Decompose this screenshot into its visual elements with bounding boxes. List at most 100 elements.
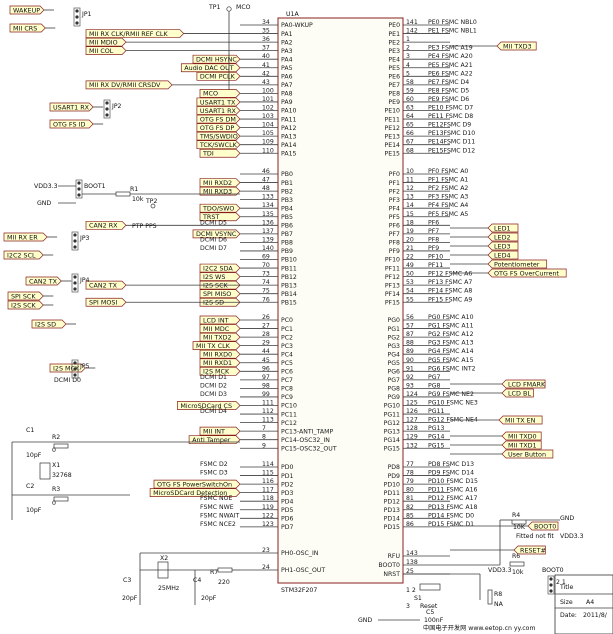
net-label: PG2 FSMC A12	[428, 331, 474, 338]
jumper-jp2: JP2	[103, 99, 122, 119]
net-label: PE12FSMC D9	[428, 122, 471, 129]
flag-text: MII INT	[203, 427, 225, 435]
net-label: PG5 FSMC A15	[428, 357, 474, 364]
pin-name: PC0	[281, 317, 293, 324]
net-flag: MII RX ER	[3, 232, 48, 242]
net-label: PD8 FSMC D13	[428, 461, 474, 468]
switch-pin3: 3	[406, 603, 410, 610]
pin-number: 89	[406, 348, 414, 355]
net-flag: OTG FS ID	[49, 119, 94, 129]
pin-name: PG9	[388, 394, 401, 401]
jumper-pin	[73, 233, 77, 237]
testpoint-tp1	[226, 6, 232, 12]
pin-name: PA0-WKUP	[281, 22, 313, 29]
net-flag: LED4	[487, 250, 519, 260]
gnd-label-r4: GND	[560, 515, 574, 522]
pin-name: PA13	[281, 133, 297, 140]
jumper-pin	[73, 361, 77, 365]
x1-label: X1	[52, 462, 60, 469]
pin-number: 92	[406, 374, 414, 381]
pin-name: PG2	[388, 334, 401, 341]
pin-number: 140	[262, 245, 274, 252]
pin-number: 46	[262, 168, 270, 175]
chip-part: STM32F207	[281, 587, 317, 594]
pin-number: 35	[262, 28, 270, 35]
pin-name: PD15	[384, 524, 400, 531]
jumper-body	[75, 179, 83, 199]
flag-text: USART1 RX	[53, 103, 90, 111]
pin-number: 36	[262, 36, 270, 43]
pin-number: 88	[406, 340, 414, 347]
jumper-pin	[73, 281, 77, 285]
pin-number: 42	[262, 70, 270, 77]
flag-shape	[501, 440, 542, 450]
flag-text: MII RX DV/RMII CRSDV	[89, 81, 161, 89]
net-flag: TMS/SWDIO	[196, 131, 241, 141]
pin-name: PG10	[384, 403, 400, 410]
pin-name: PB5	[281, 214, 293, 221]
flag-shape	[85, 297, 127, 307]
flag-shape	[196, 106, 241, 115]
flag-text: SPI MOSI	[89, 299, 117, 307]
pin-name: PA12	[281, 125, 297, 132]
net-flag: MII RXD1	[199, 358, 241, 368]
tp2-label: TP2	[145, 198, 158, 205]
flag-text: I2S MCK	[203, 368, 230, 376]
pin-name: PD12	[384, 498, 400, 505]
testpoint-tp2	[150, 203, 156, 209]
net-label: DCMI D6	[200, 236, 227, 243]
net-label: PF13 FSMC A7	[428, 279, 472, 286]
chip-ref: U1A	[286, 11, 299, 18]
pin-number: 133	[262, 194, 274, 201]
net-label: PF6	[428, 219, 439, 226]
pin-name: PD13	[384, 507, 400, 514]
net-flag: DCMI HSYNC	[192, 54, 241, 64]
flag-shape	[199, 366, 241, 376]
net-flag: OTG FS OverCurrent	[487, 268, 567, 278]
net-flag: MII TX EN	[498, 415, 543, 425]
flag-text: LED1	[494, 224, 511, 232]
pin-name: PA8	[281, 91, 293, 98]
flag-text: LED2	[494, 233, 511, 241]
pin-name: PC5	[281, 360, 293, 367]
crystal-x1	[39, 462, 51, 480]
pin-number: 77	[406, 461, 414, 468]
net-label: DCMI D4	[200, 408, 227, 415]
pin-name: PE5	[388, 65, 400, 72]
jumper-pin	[73, 367, 77, 371]
pin-name: PF7	[389, 231, 400, 238]
flag-shape	[153, 479, 241, 489]
net-label: PE13FSMC D10	[428, 130, 475, 137]
net-flag: MII RX CLK/RMII REF CLK	[85, 29, 185, 38]
net-flag: MII MDC	[199, 324, 241, 333]
net-label: DCMI D1	[200, 374, 227, 381]
pin-name: PF0	[389, 171, 400, 178]
net-flag: DCMI PCLK	[196, 71, 241, 81]
r1-label: R1	[130, 186, 138, 193]
flag-text: MII COL	[89, 47, 114, 55]
pin-number: 143	[406, 550, 418, 557]
net-label: DCMI D3	[200, 391, 227, 398]
pin-number: 138	[406, 559, 418, 566]
pin-number: 114	[262, 461, 274, 468]
pin-number: 85	[406, 512, 414, 519]
pin-number: 4	[406, 62, 410, 69]
pin-number: 109	[262, 139, 274, 146]
pin-number: 41	[262, 62, 270, 69]
pin-name: PA14	[281, 142, 297, 149]
pin-number: 132	[406, 442, 418, 449]
pin-name: PA4	[281, 56, 293, 63]
net-label: PF3 FSMC A3	[428, 194, 468, 201]
pin-name: PA11	[281, 116, 297, 123]
mcu-symbol: U1A STM32F207	[277, 11, 404, 594]
date-value: 2011/8/	[583, 612, 608, 619]
pin-name: PD14	[384, 516, 400, 523]
net-flag: BOOT0	[527, 521, 559, 531]
pin-name: PH1-OSC_OUT	[281, 567, 325, 574]
flag-shape	[7, 291, 44, 301]
flag-shape	[199, 272, 241, 281]
pin-number: 96	[262, 365, 270, 372]
flag-shape	[487, 241, 519, 251]
net-flag: MicroSDCard CS	[177, 401, 241, 410]
flag-shape	[199, 315, 241, 325]
